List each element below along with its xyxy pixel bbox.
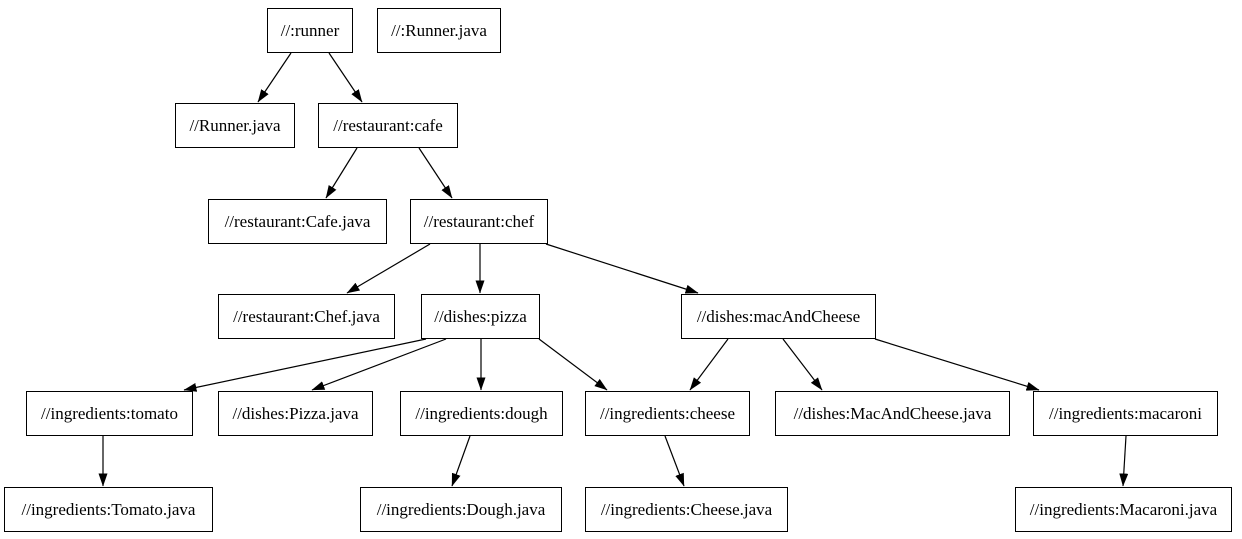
node-mac-and-cheese: //dishes:macAndCheese xyxy=(681,294,876,339)
node-cafe: //restaurant:cafe xyxy=(318,103,458,148)
node-cafe-java: //restaurant:Cafe.java xyxy=(208,199,387,244)
node-chef: //restaurant:chef xyxy=(410,199,548,244)
node-runner-java-root: //:Runner.java xyxy=(377,8,501,53)
edge-mac-and-cheese-to-cheese xyxy=(689,338,729,391)
node-pizza: //dishes:pizza xyxy=(421,294,540,339)
node-mac-and-cheese-java: //dishes:MacAndCheese.java xyxy=(775,391,1010,436)
edge-mac-and-cheese-to-mac-java xyxy=(782,338,823,391)
edge-pizza-to-tomato xyxy=(183,338,427,392)
node-dough: //ingredients:dough xyxy=(400,391,563,436)
edge-runner-to-runner-java xyxy=(257,52,292,103)
node-cheese: //ingredients:cheese xyxy=(585,391,750,436)
edge-macaroni-to-macaroni-java xyxy=(1119,435,1129,487)
edge-mac-and-cheese-to-macaroni xyxy=(874,338,1040,391)
node-tomato-java: //ingredients:Tomato.java xyxy=(4,487,213,532)
edge-runner-to-cafe xyxy=(328,52,363,103)
node-cheese-java: //ingredients:Cheese.java xyxy=(585,487,788,532)
edge-chef-to-chef-java xyxy=(346,243,431,294)
node-macaroni: //ingredients:macaroni xyxy=(1033,391,1218,436)
node-pizza-java: //dishes:Pizza.java xyxy=(218,391,373,436)
node-runner: //:runner xyxy=(267,8,353,53)
edge-pizza-to-pizza-java xyxy=(311,338,447,391)
edge-cafe-to-cafe-java xyxy=(325,147,358,199)
edge-cheese-to-cheese-java xyxy=(664,435,685,487)
node-runner-java: //Runner.java xyxy=(175,103,295,148)
edge-chef-to-mac-and-cheese xyxy=(545,243,699,294)
edge-pizza-to-cheese xyxy=(538,338,608,391)
node-chef-java: //restaurant:Chef.java xyxy=(218,294,395,339)
node-macaroni-java: //ingredients:Macaroni.java xyxy=(1015,487,1232,532)
edge-cafe-to-chef xyxy=(418,147,453,199)
node-dough-java: //ingredients:Dough.java xyxy=(360,487,562,532)
edge-dough-to-dough-java xyxy=(451,435,471,487)
node-tomato: //ingredients:tomato xyxy=(26,391,193,436)
